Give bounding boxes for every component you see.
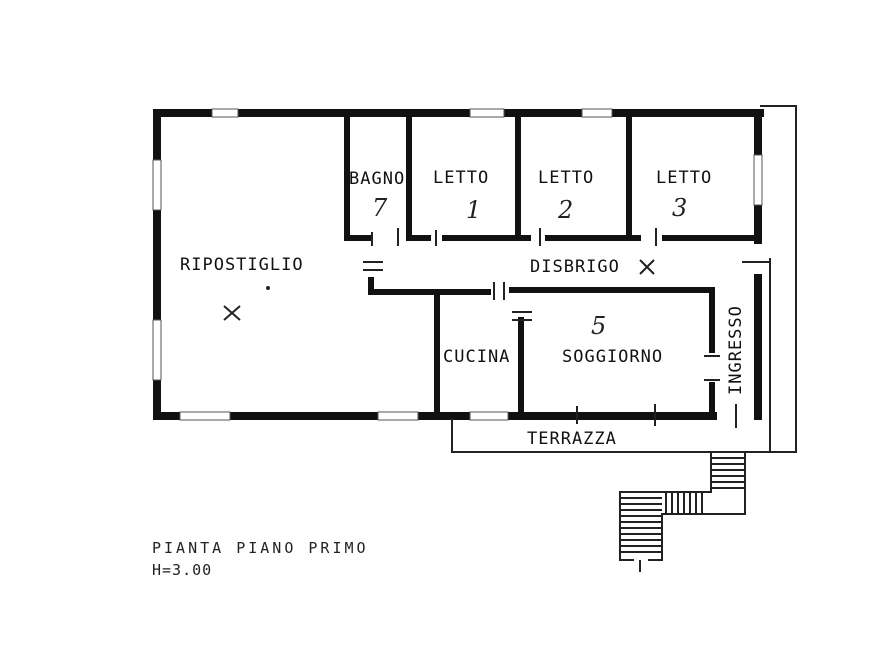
staircase	[619, 452, 746, 572]
number-letto-1: 1	[466, 196, 481, 224]
stair-treads	[620, 457, 745, 553]
label-cucina: CUCINA	[443, 347, 510, 367]
label-letto-1: LETTO	[433, 168, 489, 188]
number-soggiorno: 5	[591, 312, 606, 340]
room-labels: BAGNO LETTO LETTO LETTO RIPOSTIGLIO DISB…	[180, 168, 746, 449]
door-marks	[363, 228, 737, 428]
windows	[152, 108, 763, 421]
interior-walls	[344, 110, 761, 419]
caption-height: H=3.00	[152, 561, 212, 579]
number-letto-2: 2	[557, 196, 573, 224]
terrace-outline	[451, 105, 797, 453]
handwritten-marks: 7 1 2 3 5	[223, 194, 687, 340]
label-bagno: BAGNO	[349, 169, 405, 189]
cross-mark-ripostiglio	[223, 286, 270, 321]
label-terrazza: TERRAZZA	[527, 429, 617, 449]
label-disbrigo: DISBRIGO	[530, 257, 620, 277]
label-ripostiglio: RIPOSTIGLIO	[180, 255, 304, 275]
label-ingresso: INGRESSO	[726, 305, 746, 395]
label-soggiorno: SOGGIORNO	[562, 347, 663, 367]
label-letto-3: LETTO	[656, 168, 712, 188]
caption-title: PIANTA PIANO PRIMO	[152, 539, 369, 557]
number-bagno: 7	[372, 194, 388, 222]
plan-caption: PIANTA PIANO PRIMO H=3.00	[152, 539, 369, 579]
cross-mark-disbrigo	[639, 259, 655, 275]
label-letto-2: LETTO	[538, 168, 594, 188]
number-letto-3: 3	[672, 194, 687, 222]
